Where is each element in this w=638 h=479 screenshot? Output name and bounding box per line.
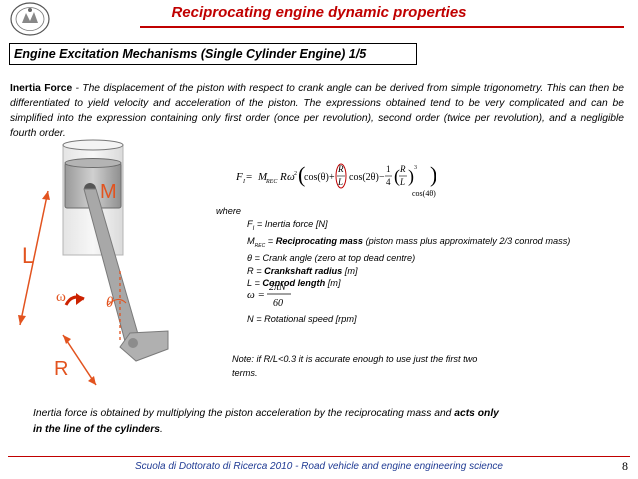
- label-r: R: [54, 358, 68, 380]
- svg-text:(: (: [298, 162, 305, 187]
- def-theta: θ = Crank angle (zero at top dead centre…: [247, 253, 416, 264]
- formula-mass-sub: REC: [265, 179, 278, 185]
- intro-text: - The displacement of the piston with re…: [10, 83, 624, 139]
- formula-frac-l2: L: [399, 177, 405, 187]
- subtitle-box: Engine Excitation Mechanisms (Single Cyl…: [9, 43, 417, 65]
- formula-r: R: [279, 171, 287, 183]
- radius-arrow: [62, 334, 97, 386]
- omega-den: 60: [273, 298, 283, 309]
- formula-mass: M: [257, 171, 268, 183]
- slide-subtitle: Engine Excitation Mechanisms (Single Cyl…: [14, 47, 367, 61]
- where-label: where: [216, 206, 242, 216]
- label-m: M: [100, 181, 117, 203]
- r-highlight-circle: [335, 163, 347, 189]
- intro-paragraph: Inertia Force - The displacement of the …: [10, 81, 624, 141]
- formula-one: 1: [386, 164, 391, 174]
- label-l: L: [22, 243, 34, 268]
- svg-text:): ): [430, 162, 436, 187]
- formula-omega: ω: [287, 171, 295, 183]
- piston-crank-diagram: M L ω θ R: [18, 139, 169, 386]
- formula-plus: +: [329, 172, 335, 183]
- formula-lhs: F: [236, 171, 243, 183]
- inertia-force-formula: F I = M REC R ω 2 ( cos(θ) + R L cos(2θ)…: [236, 162, 436, 198]
- footer-rule: [8, 456, 630, 457]
- omega-num: 2πN: [269, 282, 287, 293]
- formula-four: 4: [386, 177, 391, 187]
- length-arrow: [19, 190, 49, 326]
- cylinder-top: [62, 139, 124, 151]
- formula-cos2: cos(2θ): [349, 172, 379, 183]
- omega-lhs: ω =: [247, 289, 265, 301]
- note-text: Note: if R/L<0.3 it is accurate enough t…: [232, 354, 478, 378]
- svg-text:): ): [408, 166, 414, 187]
- formula-eq: =: [246, 171, 252, 183]
- def-l: L = Conrod length [m]: [247, 278, 341, 289]
- formula-frac-r: R: [337, 164, 344, 174]
- formula-minus: −: [379, 172, 385, 183]
- svg-text:(: (: [394, 166, 400, 187]
- label-omega: ω: [56, 289, 66, 305]
- def-r: R = Crankshaft radius [m]: [247, 265, 358, 276]
- conclusion-paragraph: Inertia force is obtained by multiplying…: [33, 408, 499, 435]
- title-underline: [140, 26, 624, 28]
- university-seal-logo: [10, 2, 50, 36]
- footer-text: Scuola di Dottorato di Ricerca 2010 - Ro…: [134, 461, 503, 472]
- formula-cube: 3: [414, 165, 417, 171]
- formula-frac-l: L: [337, 177, 343, 187]
- def-n: N = Rotational speed [rpm]: [247, 314, 357, 324]
- page-number: 8: [622, 459, 628, 473]
- variable-definitions: where FI = Inertia force [N] MREC = Reci…: [216, 205, 626, 290]
- def-mrec: MREC = Reciprocating mass (piston mass p…: [247, 235, 571, 249]
- formula-frac-r2: R: [399, 164, 406, 174]
- intro-lead: Inertia Force: [10, 83, 73, 94]
- crank-pin: [128, 338, 138, 348]
- label-theta: θ: [106, 295, 114, 311]
- slide-title: Reciprocating engine dynamic properties: [171, 4, 467, 21]
- formula-lhs-sub: I: [242, 179, 246, 185]
- def-fi: FI = Inertia force [N]: [247, 218, 328, 232]
- formula-sq: 2: [294, 171, 297, 177]
- omega-formula: ω = 2πN 60: [247, 282, 291, 309]
- formula-cos1: cos(θ): [304, 172, 329, 183]
- formula-cos4: cos(4θ): [412, 189, 436, 198]
